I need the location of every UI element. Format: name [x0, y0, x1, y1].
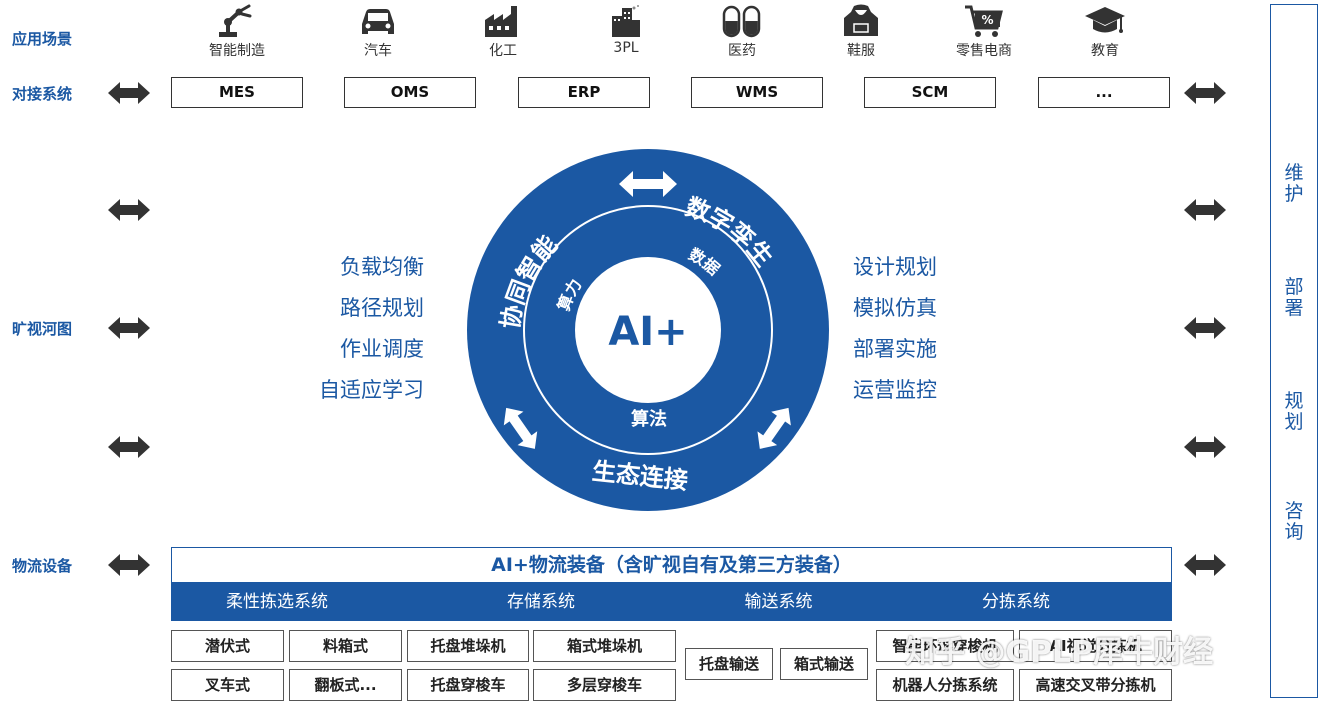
equipment-item: 箱式堆垛机 [533, 630, 676, 662]
double-arrow-icon [1184, 199, 1226, 221]
equipment-item: AI视觉分拣机 [1019, 630, 1172, 662]
bottom-right-double-arrow-icon [757, 407, 791, 449]
scenario-smart-manufacturing: 智能制造 [192, 4, 282, 60]
equipment-item: 箱式输送 [780, 648, 868, 680]
inner-label-algorithm: 算法 [631, 408, 667, 430]
factory-icon [485, 6, 517, 37]
scenario-3pl: 3PL [581, 4, 671, 56]
scenario-label: 教育 [1091, 43, 1119, 59]
scenario-label: 汽车 [364, 43, 392, 59]
equipment-title: AI+物流装备（含旷视自有及第三方装备） [171, 547, 1172, 583]
capability-item: 作业调度 [340, 337, 424, 361]
row-label-equipment: 物流设备 [12, 557, 73, 575]
capability-item: 负载均衡 [340, 255, 424, 279]
equipment-item: 叉车式 [171, 669, 284, 701]
services-column: 维护 部署 规划 咨询 [1270, 4, 1318, 698]
double-arrow-icon [1184, 82, 1226, 104]
equipment-item: 高速交叉带分拣机 [1019, 669, 1172, 701]
equipment-item: 托盘穿梭车 [407, 669, 529, 701]
double-arrow-icon [108, 199, 150, 221]
double-arrow-icon [108, 82, 150, 104]
bottom-left-double-arrow-icon [503, 407, 538, 449]
double-arrow-icon [1184, 554, 1226, 576]
equipment-item: 托盘输送 [685, 648, 773, 680]
row-label-core: 旷视河图 [12, 320, 73, 338]
capability-item: 路径规划 [340, 296, 424, 320]
system-box-wms: WMS [691, 77, 823, 108]
scenario-automotive: 汽车 [333, 4, 423, 60]
top-double-arrow-icon [619, 171, 677, 197]
scenario-education: 教育 [1060, 4, 1150, 60]
pill-icon [722, 5, 761, 38]
left-capability-list: 负载均衡 路径规划 作业调度 自适应学习 [319, 247, 424, 411]
service-planning: 规划 [1284, 390, 1304, 433]
graduation-cap-icon [1085, 7, 1125, 33]
double-arrow-icon [1184, 436, 1226, 458]
service-maintenance: 维护 [1284, 162, 1304, 205]
right-service-list: 设计规划 模拟仿真 部署实施 运营监控 [853, 247, 937, 411]
svg-text:%: % [981, 13, 993, 27]
car-icon [362, 9, 394, 34]
scenario-label: 医药 [728, 43, 756, 59]
equipment-item: 机器人分拣系统 [876, 669, 1014, 701]
scenario-pharma: 医药 [697, 4, 787, 60]
category-storage: 存储系统 [507, 592, 575, 612]
scenario-label: 3PL [613, 40, 639, 56]
inner-ring-border [523, 205, 773, 455]
center-disk [575, 257, 721, 403]
scenario-apparel: 鞋服 [816, 4, 906, 60]
service-deployment: 部署 [1284, 276, 1304, 319]
ai-core-circle-diagram: 协同智能 数字孪生 生态连接 算力 数据 算法 AI+ [467, 149, 829, 511]
category-flexible-picking: 柔性拣选系统 [226, 592, 328, 612]
row-label-scenarios: 应用场景 [12, 30, 73, 48]
hoodie-icon [844, 4, 878, 36]
system-box-mes: MES [171, 77, 303, 108]
service-item: 模拟仿真 [853, 296, 937, 320]
row-label-systems: 对接系统 [12, 85, 73, 103]
system-box-erp: ERP [518, 77, 650, 108]
system-box-oms: OMS [344, 77, 476, 108]
service-item: 设计规划 [853, 255, 937, 279]
equipment-item: 智能环形穿梭机 [876, 630, 1014, 662]
capability-item: 自适应学习 [319, 378, 424, 402]
category-sorting: 分拣系统 [982, 592, 1050, 612]
category-conveying: 输送系统 [744, 592, 813, 612]
equipment-item: 潜伏式 [171, 630, 284, 662]
shopping-cart-icon: % [965, 5, 1003, 37]
system-box-scm: SCM [864, 77, 996, 108]
equipment-item: 料箱式 [289, 630, 402, 662]
scenario-retail: % 零售电商 [939, 4, 1029, 60]
double-arrow-icon [108, 436, 150, 458]
double-arrow-icon [1184, 317, 1226, 339]
service-consulting: 咨询 [1284, 500, 1304, 543]
scenario-label: 鞋服 [847, 43, 875, 59]
service-item: 运营监控 [853, 378, 937, 402]
service-item: 部署实施 [853, 337, 937, 361]
robot-arm-icon [219, 4, 252, 37]
scenario-chemical: 化工 [458, 4, 548, 60]
equipment-item: 多层穿梭车 [533, 669, 676, 701]
equipment-category-bar: 柔性拣选系统 存储系统 输送系统 分拣系统 [171, 583, 1172, 621]
equipment-item: 翻板式... [289, 669, 402, 701]
watermark: 知乎 @GPLP犀牛财经 [905, 635, 1214, 670]
double-arrow-icon [108, 317, 150, 339]
double-arrow-icon [108, 554, 150, 576]
scenario-label: 智能制造 [209, 43, 265, 59]
system-box-more: ... [1038, 77, 1170, 108]
center-label-ai-plus: AI+ [608, 309, 687, 355]
building-icon [612, 5, 640, 37]
equipment-item: 托盘堆垛机 [407, 630, 529, 662]
scenario-label: 零售电商 [956, 43, 1012, 59]
scenario-label: 化工 [489, 43, 517, 59]
